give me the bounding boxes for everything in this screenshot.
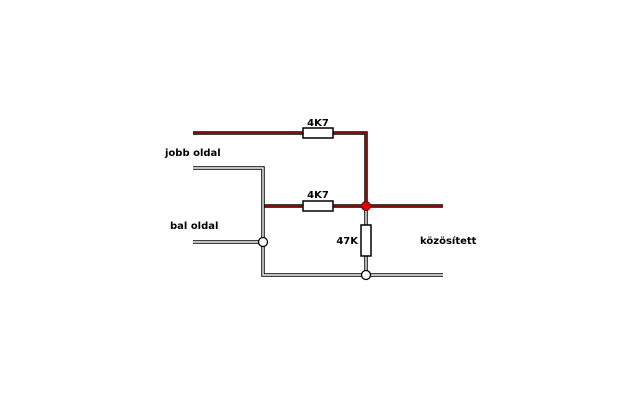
jobb-oldal-wire [193,166,265,206]
resistor-vertical-label: 47K [336,236,359,247]
common-ground-wire [261,206,443,277]
resistor-middle [302,200,334,212]
jobb-oldal-label: jobb oldal [164,148,221,159]
bal-oldal-label: bal oldal [170,221,218,232]
resistor-top [302,127,334,139]
kozositett-label: közösített [420,235,477,247]
resistor-middle-label: 4K7 [307,190,329,201]
resistor-top-label: 4K7 [307,118,329,129]
red-junction-node [361,201,371,211]
resistor-vertical [360,224,372,257]
bal-oldal-node [257,236,269,248]
top-input-wire [193,131,368,206]
ground-node [360,269,372,281]
